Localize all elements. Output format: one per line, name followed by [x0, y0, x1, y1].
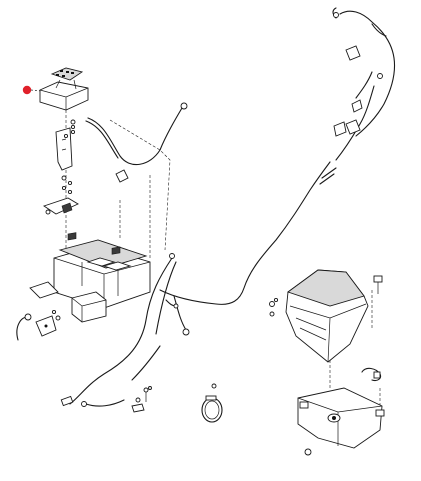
- upper-harness[interactable]: [332, 7, 396, 137]
- ground-cable[interactable]: [81, 387, 149, 413]
- bolt-set: [148, 383, 217, 390]
- hold-down-clamp[interactable]: [42, 197, 79, 215]
- battery[interactable]: [53, 232, 151, 309]
- cover-bolt: [269, 275, 383, 317]
- harness-clip[interactable]: [361, 367, 382, 382]
- mounting-bracket[interactable]: [297, 387, 385, 456]
- control-module[interactable]: [39, 67, 89, 111]
- battery-plate[interactable]: [29, 281, 59, 299]
- battery-bracket[interactable]: [55, 127, 73, 171]
- battery-tray[interactable]: [71, 291, 107, 323]
- cable-ring[interactable]: [201, 395, 223, 423]
- fastener-stack-2: [61, 175, 73, 195]
- fastener-stack-1: [70, 119, 76, 135]
- main-harness[interactable]: [159, 85, 375, 336]
- ground-terminal-assembly[interactable]: [16, 309, 61, 341]
- positive-cable[interactable]: [85, 102, 188, 183]
- battery-cover[interactable]: [285, 269, 369, 363]
- battery-cable-lower[interactable]: [60, 253, 177, 407]
